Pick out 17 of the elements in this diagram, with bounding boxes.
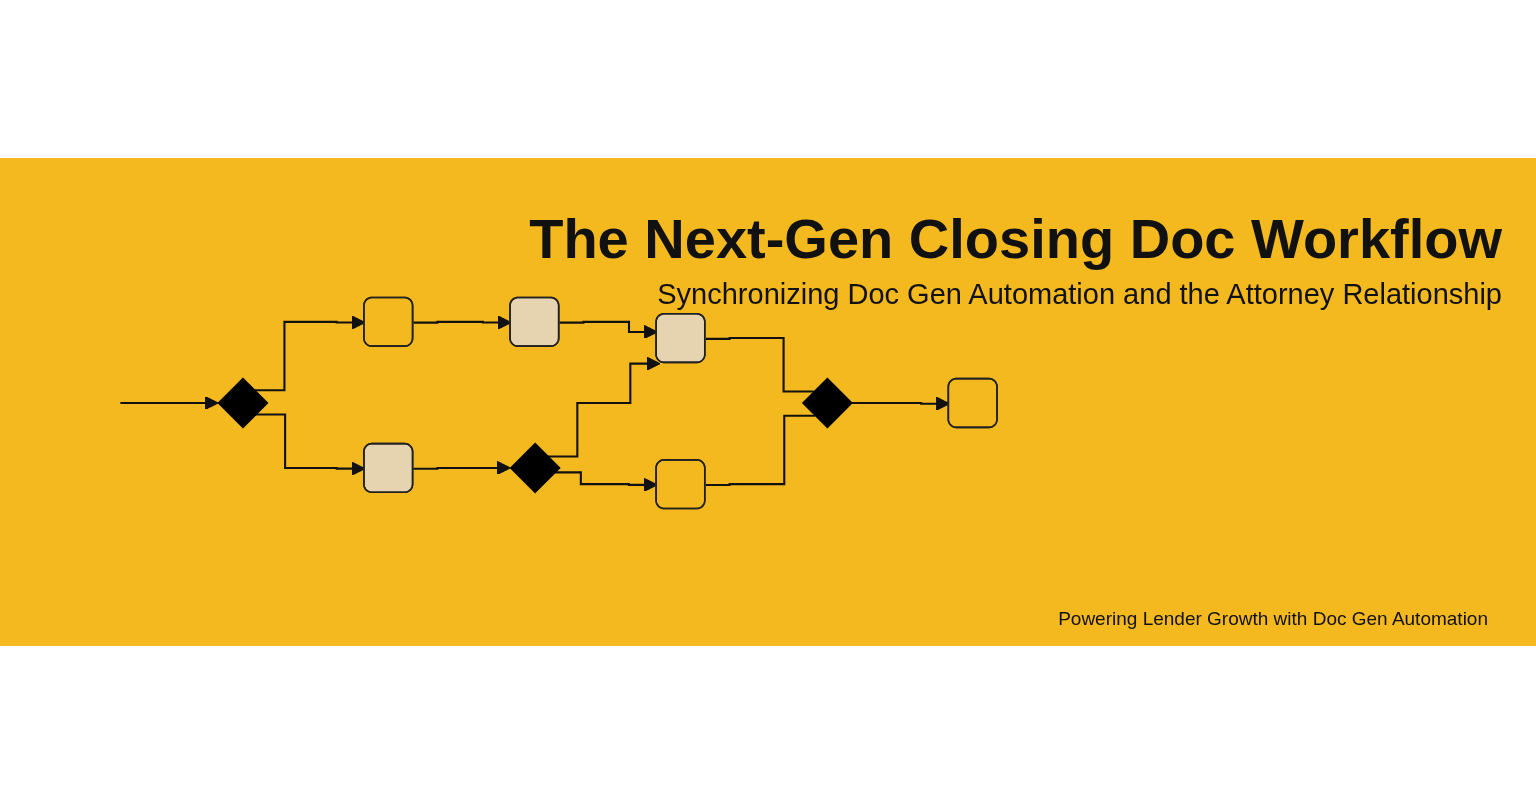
decision-diamond: [217, 377, 269, 429]
subtitle: Synchronizing Doc Gen Automation and the Attorney Relationship: [657, 278, 1502, 311]
connector: [705, 414, 815, 487]
title: The Next-Gen Closing Doc Workflow: [529, 206, 1502, 271]
tagline: Powering Lender Growth with Doc Gen Automation: [1058, 608, 1488, 630]
process-box: [655, 312, 706, 364]
arrow: [413, 460, 511, 476]
process-box: [363, 442, 414, 494]
decision-diamond: [509, 442, 561, 494]
arrow: [120, 395, 219, 411]
arrow: [547, 356, 661, 458]
process-box: [509, 296, 560, 347]
process-box: [655, 459, 706, 510]
process-box: [363, 296, 414, 347]
process-box: [947, 377, 998, 429]
connector: [705, 337, 814, 393]
decision-diamond: [801, 377, 853, 429]
